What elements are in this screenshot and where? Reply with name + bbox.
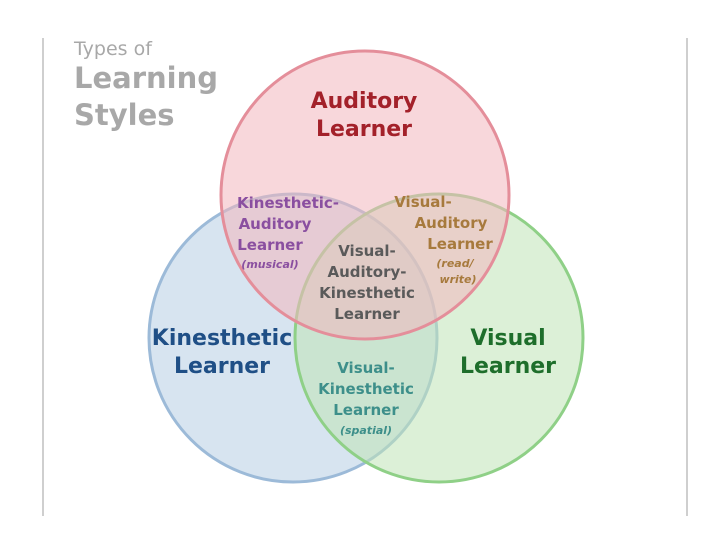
visual-auditory-line-2: Auditory	[415, 214, 488, 232]
visual-auditory-line-3: Learner	[427, 235, 493, 253]
visual-kinesthetic-line-2: Kinesthetic	[318, 380, 414, 398]
right-divider	[686, 38, 688, 516]
visual-kinesthetic-line-1: Visual-	[337, 359, 395, 377]
center-line-4: Learner	[334, 305, 400, 323]
visual-auditory-line-1: Visual-	[394, 193, 452, 211]
kinesthetic-label-line-1: Kinesthetic	[152, 326, 292, 351]
kinesthetic-label-line-2: Learner	[174, 354, 270, 379]
kinesthetic-auditory-line-3: Learner	[237, 236, 303, 254]
title-line-3: Styles	[74, 98, 175, 132]
visual-label-line-2: Learner	[460, 354, 556, 379]
title-line-2: Learning	[74, 61, 219, 95]
visual-auditory-note-1: (read/	[436, 257, 474, 270]
visual-kinesthetic-line-3: Learner	[333, 401, 399, 419]
visual-label-line-1: Visual	[470, 326, 545, 351]
center-line-2: Auditory-	[327, 263, 406, 281]
center-line-1: Visual-	[338, 242, 396, 260]
left-divider	[42, 38, 44, 516]
center-line-3: Kinesthetic	[319, 284, 415, 302]
kinesthetic-auditory-line-1: Kinesthetic-	[237, 194, 339, 212]
auditory-circle	[219, 49, 511, 341]
title-line-1: Types of	[74, 38, 152, 60]
slide-title: Types of Learning Styles	[74, 38, 218, 134]
auditory-label-line-2: Learner	[316, 117, 412, 142]
auditory-label-line-1: Auditory	[311, 89, 418, 114]
kinesthetic-auditory-line-2: Auditory	[239, 215, 312, 233]
visual-auditory-note-2: write)	[439, 273, 476, 286]
kinesthetic-auditory-note: (musical)	[241, 258, 298, 271]
visual-kinesthetic-note: (spatial)	[340, 424, 392, 437]
